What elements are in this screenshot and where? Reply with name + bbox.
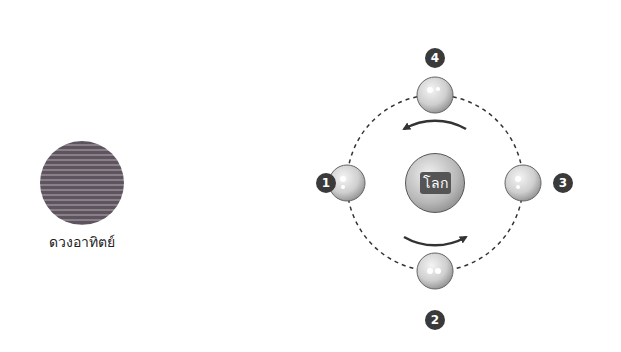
earth-label: โลก bbox=[420, 172, 451, 194]
callout-number: 2 bbox=[425, 310, 445, 330]
callout-number: 3 bbox=[553, 173, 573, 193]
sun-disc bbox=[40, 141, 124, 225]
sun-label: ดวงอาทิตย์ bbox=[22, 231, 142, 253]
callout-number: 1 bbox=[316, 173, 336, 193]
earth: โลก bbox=[405, 153, 465, 213]
orbit-arrow bbox=[404, 237, 466, 245]
moon bbox=[417, 77, 453, 113]
moon bbox=[417, 253, 453, 289]
callout-number: 4 bbox=[425, 48, 445, 68]
sun: ดวงอาทิตย์ bbox=[22, 141, 142, 253]
orbit-arrow bbox=[404, 121, 466, 129]
moon bbox=[505, 165, 541, 201]
orbit bbox=[347, 95, 523, 271]
